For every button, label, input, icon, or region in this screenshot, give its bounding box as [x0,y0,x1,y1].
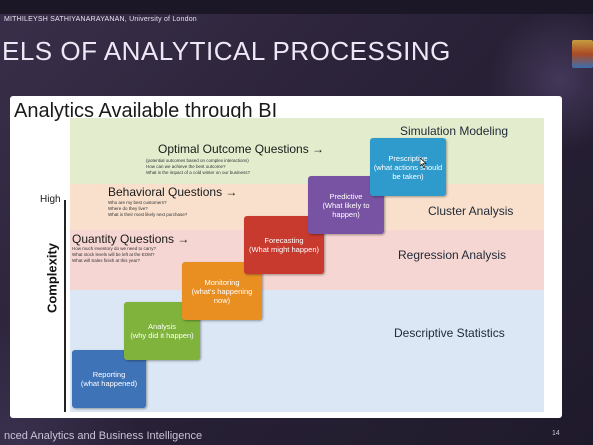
band-label-cluster: Cluster Analysis [428,204,514,218]
question-behavioral-lines: Who are my best customers? Where do they… [108,200,188,217]
question-quantity-lines: How much inventory do we need to carry? … [72,246,157,263]
question-optimal-lines: (potential outcomes based on complex int… [146,158,251,175]
band-label-simulation: Simulation Modeling [400,124,509,138]
complexity-label: Complexity [44,242,60,314]
top-bar [0,0,593,14]
slide-title: ELS OF ANALYTICAL PROCESSING [2,36,451,66]
mouse-pointer-icon [420,158,427,168]
figure-heading: Analytics Available through BI [14,100,278,122]
band-label-descriptive: Descriptive Statistics [394,326,505,340]
footer-text: nced Analytics and Business Intelligence [4,430,203,442]
band-label-regression: Regression Analysis [398,248,507,262]
band-simulation [70,118,544,184]
question-quantity-title: Quantity Questions → [72,232,190,246]
complexity-axis [64,200,66,412]
high-label: High [40,194,61,205]
question-behavioral-title: Behavioral Questions → [108,185,238,199]
page-number: 14 [552,430,560,437]
step-prescriptive: Prescriptive(what actions should be take… [370,138,446,196]
logo-icon [572,40,593,68]
question-optimal-title: Optimal Outcome Questions → [158,142,325,156]
author-line: MITHILEYSH SATHIYANARAYANAN, University … [4,16,197,23]
